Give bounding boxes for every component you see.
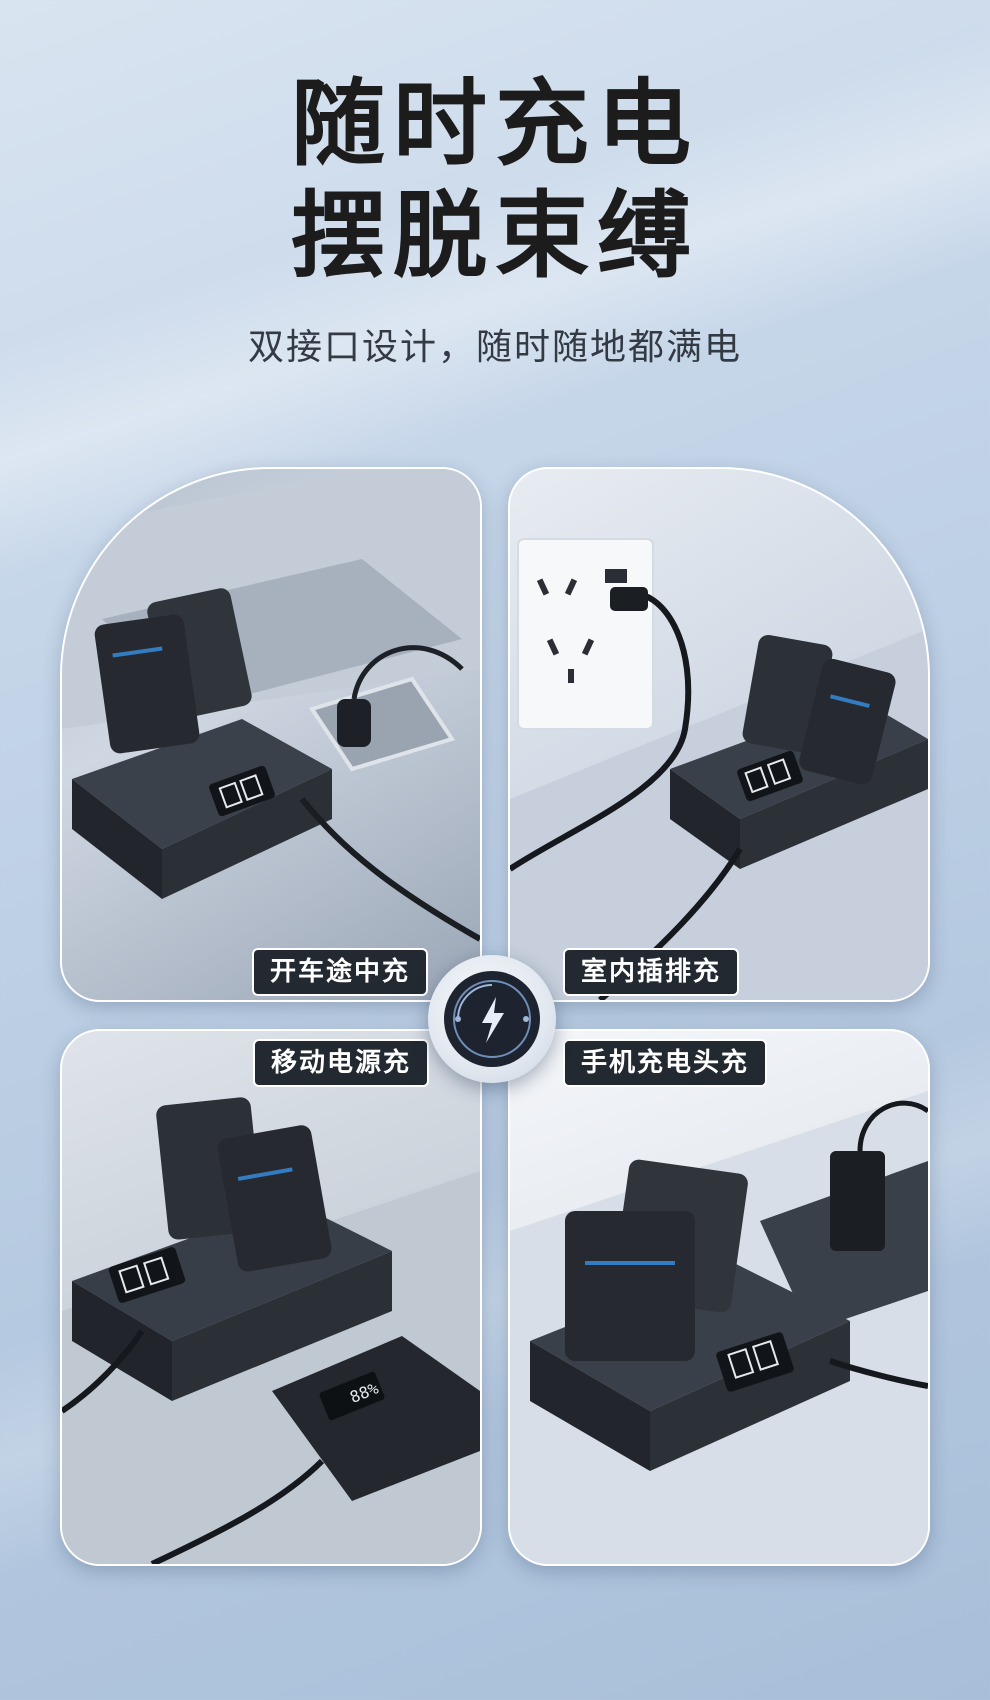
scene-label-car: 开车途中充 [252, 948, 429, 996]
subtitle: 双接口设计，随时随地都满电 [247, 327, 742, 368]
scene-label-powerbank: 移动电源充 [253, 1039, 430, 1087]
camera-battery-icon [156, 1097, 332, 1272]
scene-power-bank-charging: 88% 移动电源充 [60, 1029, 482, 1566]
headline-line-1: 随时充电 [290, 70, 699, 179]
phone-adapter-illustration [510, 1091, 928, 1564]
car-console-illustration [62, 469, 480, 942]
lightning-charge-icon [444, 971, 540, 1067]
scene-wall-socket-charging: 室内插排充 [508, 467, 930, 1002]
camera-battery-icon [565, 1159, 748, 1361]
scene-car-charging: 开车途中充 [60, 467, 482, 1002]
wall-adapter-icon [760, 1100, 928, 1331]
scene-label-socket: 室内插排充 [563, 948, 740, 996]
power-bank-illustration: 88% [62, 1097, 480, 1564]
scene-phone-adapter-charging: 手机充电头充 [508, 1029, 930, 1566]
wall-socket-icon [517, 538, 654, 730]
headline-line-2: 摆脱束缚 [290, 182, 699, 291]
dual-battery-charger-icon [72, 719, 332, 899]
center-charge-badge [428, 955, 556, 1083]
scene-label-adapter: 手机充电头充 [563, 1039, 768, 1087]
wall-socket-illustration [510, 538, 928, 1000]
power-bank-icon [272, 1336, 480, 1501]
car-usb-socket-icon [308, 645, 464, 772]
camera-battery-icon [94, 588, 252, 754]
camera-battery-icon [742, 634, 896, 785]
